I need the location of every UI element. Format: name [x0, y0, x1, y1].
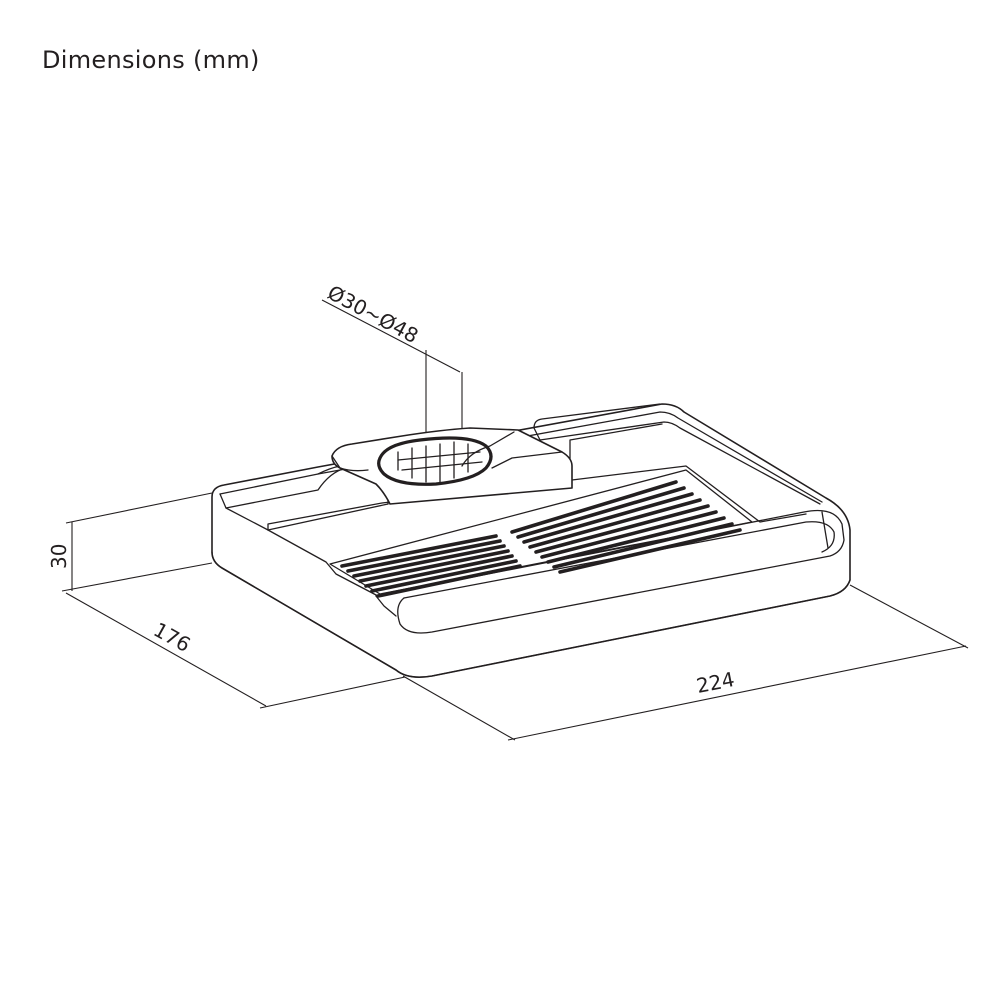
- width-dimension-label: 224: [694, 667, 736, 698]
- pole-clamp: [331, 427, 573, 505]
- clamp-diameter-label: Ø30~Ø48: [324, 280, 423, 348]
- height-dimension-label: 30: [47, 544, 71, 569]
- grill-slots: [340, 480, 742, 598]
- page-title: Dimensions (mm): [42, 46, 260, 74]
- depth-dimension-label: 176: [150, 617, 195, 657]
- clamp-hole: [377, 436, 493, 486]
